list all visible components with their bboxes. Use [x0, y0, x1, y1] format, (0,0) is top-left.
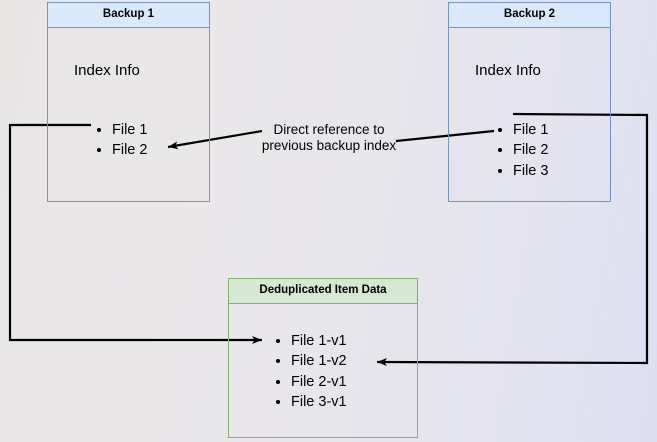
list-item: File 1-v1 — [291, 331, 347, 352]
backup1-body: Index Info File 1 File 2 — [48, 28, 209, 202]
annotation-line-2: previous backup index — [261, 138, 397, 153]
backup2-body: Index Info File 1 File 2 File 3 — [449, 28, 610, 202]
list-item: File 1 — [513, 120, 548, 141]
backup1-box[interactable]: Backup 1 Index Info File 1 File 2 — [47, 2, 210, 202]
deduplicated-item-data-box[interactable]: Deduplicated Item Data File 1-v1 File 1-… — [228, 278, 418, 438]
annotation-line-1: Direct reference to — [273, 122, 385, 137]
list-item: File 3 — [513, 161, 548, 182]
deduplicated-item-data-header: Deduplicated Item Data — [229, 279, 417, 304]
backup2-file-list: File 1 File 2 File 3 — [497, 120, 548, 182]
backup1-header: Backup 1 — [48, 3, 209, 28]
backup2-header: Backup 2 — [449, 3, 610, 28]
deduplicated-item-data-body: File 1-v1 File 1-v2 File 2-v1 File 3-v1 — [229, 304, 417, 438]
backup2-box[interactable]: Backup 2 Index Info File 1 File 2 File 3 — [448, 2, 611, 202]
dedup-file-list: File 1-v1 File 1-v2 File 2-v1 File 3-v1 — [275, 331, 347, 413]
list-item: File 1 — [112, 120, 147, 141]
list-item: File 2 — [513, 140, 548, 161]
annotation-direct-reference: Direct reference to previous backup inde… — [254, 122, 404, 154]
list-item: File 1-v2 — [291, 351, 347, 372]
list-item: File 2 — [112, 140, 147, 161]
list-item: File 2-v1 — [291, 372, 347, 393]
list-item: File 3-v1 — [291, 392, 347, 413]
backup2-index-label: Index Info — [475, 61, 541, 79]
backup1-index-label: Index Info — [74, 61, 140, 79]
backup1-file-list: File 1 File 2 — [96, 120, 147, 161]
